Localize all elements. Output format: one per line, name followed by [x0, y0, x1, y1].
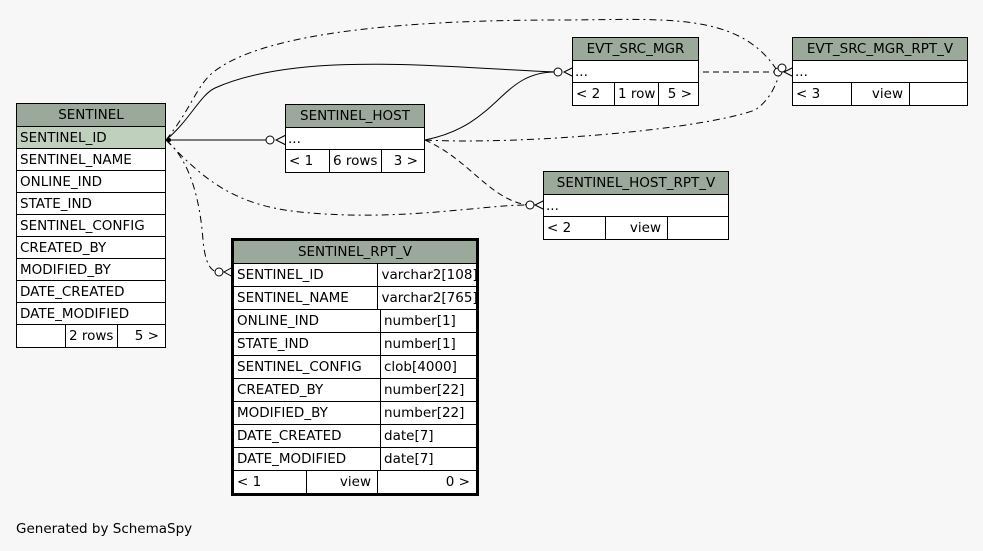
edge-sentinel-sentinel-rpt-v [165, 139, 220, 273]
marker-crowfoot [782, 66, 795, 78]
marker-crowfoot [222, 266, 234, 278]
column-name: DATE_CREATED [234, 425, 381, 447]
column-name: MODIFIED_BY [234, 402, 381, 424]
generated-by-note: Generated by SchemaSpy [16, 521, 193, 537]
column-type: varchar2[108] [381, 267, 476, 283]
row-count: 6 rows [330, 150, 382, 172]
children-count[interactable] [910, 83, 967, 105]
table-sentinel-host[interactable]: SENTINEL_HOST ... < 1 6 rows 3 > [285, 104, 425, 173]
table-title: SENTINEL_RPT_V [234, 241, 476, 264]
column-type: varchar2[765] [381, 290, 476, 306]
column-name: CREATED_BY [234, 379, 381, 401]
column-row[interactable]: CREATED_BY number[22] [234, 379, 476, 402]
marker-circle [553, 67, 563, 77]
marker-circle [214, 267, 224, 277]
column-row[interactable]: SENTINEL_CONFIG clob[4000] [234, 356, 476, 379]
column-row[interactable]: CREATED_BY [17, 237, 165, 259]
view-label: view [307, 471, 378, 493]
parents-count[interactable]: < 2 [573, 83, 615, 105]
marker-crowfoot [562, 66, 575, 78]
column-type: number[22] [384, 405, 465, 421]
column-row[interactable]: SENTINEL_NAME varchar2[765] [234, 287, 476, 310]
origin-dot [167, 138, 171, 142]
column-row[interactable]: SENTINEL_ID [17, 127, 165, 149]
column-type: number[1] [384, 336, 456, 352]
children-count[interactable]: 3 > [393, 153, 418, 169]
column-row[interactable]: MODIFIED_BY number[22] [234, 402, 476, 425]
view-label: view [606, 217, 668, 239]
column-type: number[22] [384, 382, 465, 398]
marker-crowfoot [533, 199, 546, 211]
column-row[interactable]: DATE_MODIFIED [17, 303, 165, 325]
columns-collapsed[interactable]: ... [286, 128, 424, 150]
row-count: 2 rows [66, 325, 118, 347]
column-type: clob[4000] [384, 359, 457, 375]
column-type: number[1] [384, 313, 456, 329]
column-row[interactable]: MODIFIED_BY [17, 259, 165, 281]
edge-sentinel-evt-src-mgr [165, 63, 556, 141]
table-title: SENTINEL_HOST [286, 105, 424, 128]
table-footer: < 1 6 rows 3 > [286, 150, 424, 172]
table-title: EVT_SRC_MGR_RPT_V [793, 38, 967, 61]
row-count: 1 row [615, 83, 659, 105]
column-row[interactable]: SENTINEL_NAME [17, 149, 165, 171]
parents-count[interactable]: < 1 [286, 150, 330, 172]
table-sentinel[interactable]: SENTINEL SENTINEL_ID SENTINEL_NAME ONLIN… [16, 103, 166, 348]
table-sentinel-host-rpt-v[interactable]: SENTINEL_HOST_RPT_V ... < 2 view [543, 171, 729, 240]
table-footer: < 2 view [544, 217, 728, 239]
marker-circle [777, 63, 787, 73]
column-name: SENTINEL_CONFIG [234, 356, 381, 378]
table-title: SENTINEL_HOST_RPT_V [544, 172, 728, 195]
column-name: ONLINE_IND [234, 310, 381, 332]
edge-sentinel-evt-src-mgr-rpt-v [165, 18, 779, 141]
parents-count[interactable]: < 3 [793, 83, 852, 105]
column-row[interactable]: DATE_CREATED date[7] [234, 425, 476, 448]
column-row[interactable]: SENTINEL_CONFIG [17, 215, 165, 237]
column-row[interactable]: DATE_MODIFIED date[7] [234, 448, 476, 471]
parents-count[interactable]: < 2 [544, 217, 606, 239]
edge-sentinel-host-sentinel-host-rpt-v [424, 139, 529, 206]
table-footer: 2 rows 5 > [17, 325, 165, 347]
column-row[interactable]: SENTINEL_ID varchar2[108] [234, 264, 476, 287]
column-name: DATE_MODIFIED [234, 448, 381, 470]
table-footer: < 1 view 0 > [234, 471, 476, 493]
children-count[interactable] [668, 217, 728, 239]
column-row[interactable]: ONLINE_IND [17, 171, 165, 193]
table-sentinel-rpt-v[interactable]: SENTINEL_RPT_V SENTINEL_ID varchar2[108]… [231, 238, 479, 496]
columns-collapsed[interactable]: ... [544, 195, 728, 217]
column-name: SENTINEL_NAME [234, 287, 379, 309]
column-name: SENTINEL_ID [234, 264, 379, 286]
column-row[interactable]: DATE_CREATED [17, 281, 165, 303]
column-row[interactable]: STATE_IND [17, 193, 165, 215]
columns-collapsed[interactable]: ... [793, 61, 967, 83]
view-label: view [852, 83, 910, 105]
table-evt-src-mgr-rpt-v[interactable]: EVT_SRC_MGR_RPT_V ... < 3 view [792, 37, 968, 106]
marker-crowfoot [274, 134, 287, 146]
edge-sentinel-sentinel-host-rpt-v [165, 139, 529, 216]
table-footer: < 3 view [793, 83, 967, 105]
parents-count[interactable]: < 1 [234, 471, 307, 493]
table-evt-src-mgr[interactable]: EVT_SRC_MGR ... < 2 1 row 5 > [572, 37, 699, 106]
children-count[interactable]: 5 > [667, 86, 692, 102]
column-type: date[7] [384, 428, 434, 444]
table-title: SENTINEL [17, 104, 165, 127]
column-name: STATE_IND [234, 333, 381, 355]
marker-circle [525, 200, 535, 210]
edge-sentinel-host-evt-src-mgr-rpt-v [424, 71, 781, 142]
parents-count[interactable] [17, 325, 66, 347]
columns-collapsed[interactable]: ... [573, 61, 698, 83]
children-count[interactable]: 0 > [445, 474, 470, 490]
column-row[interactable]: STATE_IND number[1] [234, 333, 476, 356]
column-row[interactable]: ONLINE_IND number[1] [234, 310, 476, 333]
marker-circle [265, 135, 275, 145]
table-footer: < 2 1 row 5 > [573, 83, 698, 105]
column-type: date[7] [384, 451, 434, 467]
table-title: EVT_SRC_MGR [573, 38, 698, 61]
edge-sentinel-host-evt-src-mgr [424, 71, 556, 141]
children-count[interactable]: 5 > [134, 328, 159, 344]
